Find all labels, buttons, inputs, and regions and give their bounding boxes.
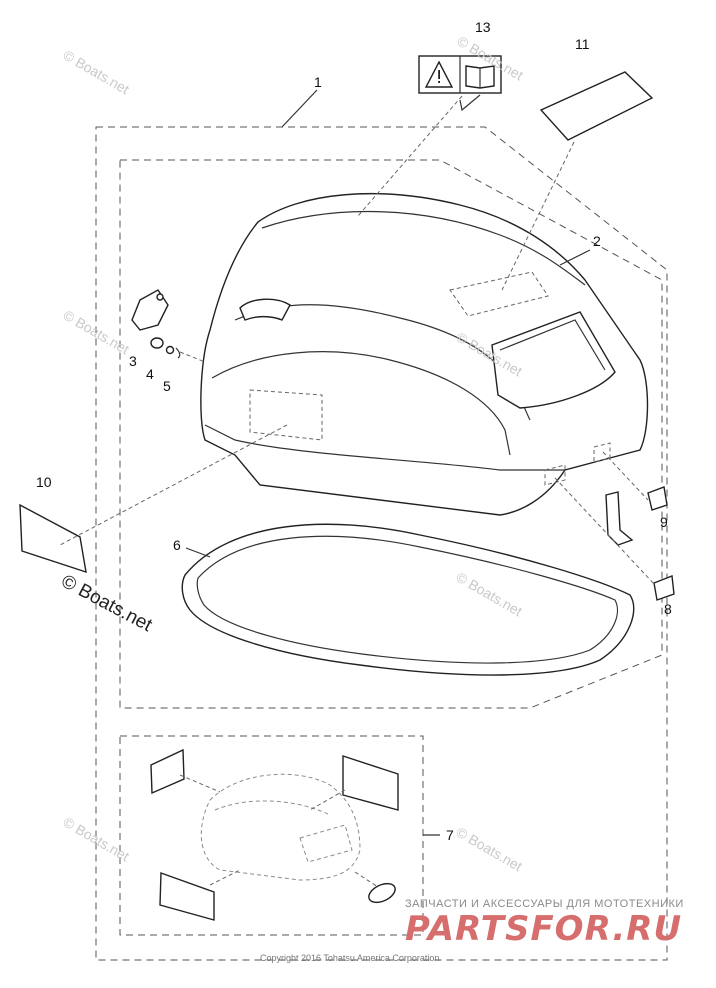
callout-9: 9 xyxy=(660,514,668,530)
rubber-seal xyxy=(181,523,635,676)
decal-8 xyxy=(653,575,675,601)
outer-assembly-boundary xyxy=(95,126,668,961)
watermark-large: © Boats.net xyxy=(58,571,156,637)
small-oring xyxy=(368,882,396,904)
latch-assembly xyxy=(131,289,206,363)
decal-10 xyxy=(19,503,87,574)
decal-11 xyxy=(539,71,654,141)
callout-4: 4 xyxy=(146,366,154,382)
svg-text:© Boats.net: © Boats.net xyxy=(454,824,526,875)
callout-11: 11 xyxy=(575,36,590,52)
callout-8: 8 xyxy=(664,601,672,617)
small-decal-a xyxy=(150,748,185,795)
callout-3: 3 xyxy=(129,353,137,369)
leader-lines xyxy=(59,89,656,888)
top-cowling xyxy=(200,193,649,516)
brand-tagline: ЗАПЧАСТИ И АКСЕССУАРЫ ДЛЯ МОТОТЕХНИКИ xyxy=(405,898,684,910)
callout-2: 2 xyxy=(593,233,601,249)
callout-5: 5 xyxy=(163,378,171,394)
brand-name: PARTSFOR.RU xyxy=(405,909,682,949)
callout-6: 6 xyxy=(173,537,181,553)
callout-1: 1 xyxy=(314,74,322,90)
warning-label xyxy=(418,55,502,94)
svg-text:© Boats.net: © Boats.net xyxy=(61,307,133,358)
callout-10: 10 xyxy=(36,474,52,490)
copyright: Copyright 2016 Tohatsu America Corporati… xyxy=(260,953,439,963)
svg-text:© Boats.net: © Boats.net xyxy=(61,47,133,98)
manual-book-icon xyxy=(465,65,495,89)
small-cowl xyxy=(200,773,361,881)
callout-13: 13 xyxy=(475,19,491,35)
small-decal-b xyxy=(342,755,399,811)
decal-9 xyxy=(647,486,668,511)
small-decal-c xyxy=(159,872,215,921)
callout-7: 7 xyxy=(446,827,454,843)
